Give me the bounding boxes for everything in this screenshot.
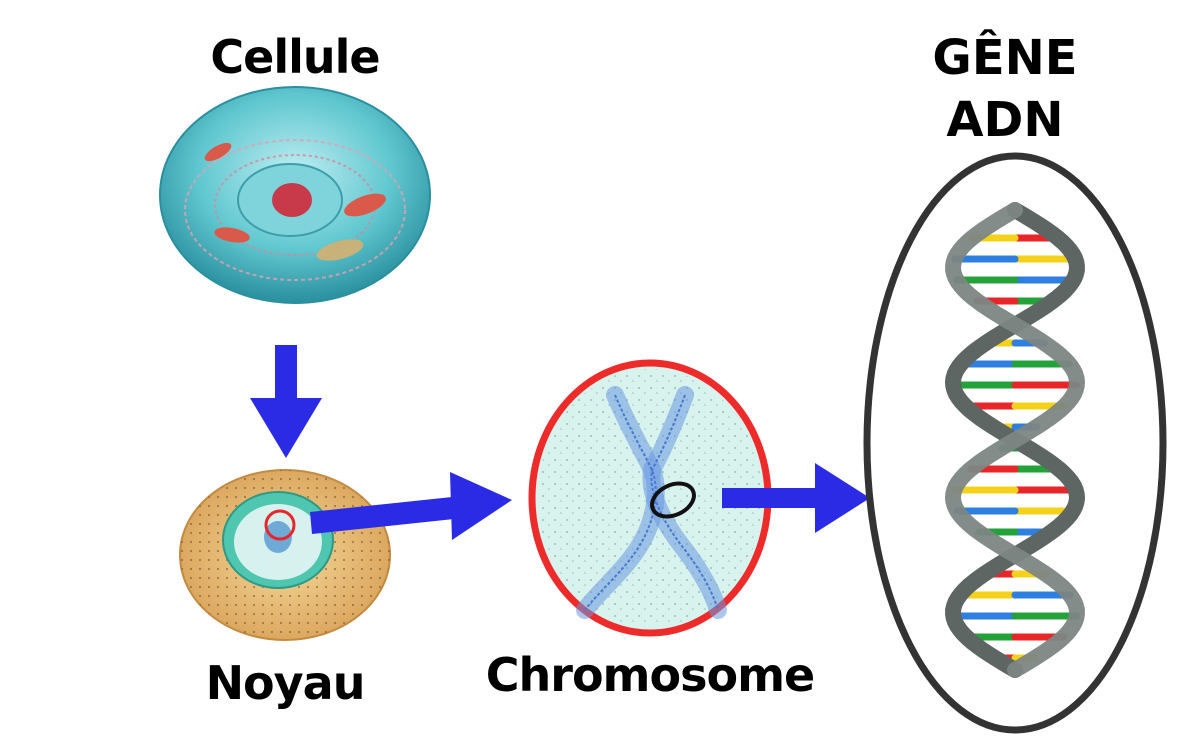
chromosome-label: Chromosome: [485, 648, 815, 702]
dna-strand-b: [944, 202, 1086, 678]
arrow-cell-to-nucleus: [250, 345, 322, 458]
nucleus-illustration: [179, 469, 391, 641]
cell-label: Cellule: [210, 30, 380, 84]
dna-label: ADN: [946, 92, 1064, 148]
arrow-chromosome-to-dna: [722, 463, 870, 533]
gene-highlight-circle: [650, 481, 696, 519]
cell-illustration: [159, 86, 431, 304]
arrow-nucleus-to-chromosome: [310, 472, 512, 540]
dna-illustration: [863, 152, 1167, 734]
gene-label: GÊNE: [932, 30, 1078, 86]
nucleus-highlight-circle: [264, 509, 296, 541]
nucleus-label: Noyau: [205, 656, 366, 710]
nucleolus: [272, 183, 312, 217]
